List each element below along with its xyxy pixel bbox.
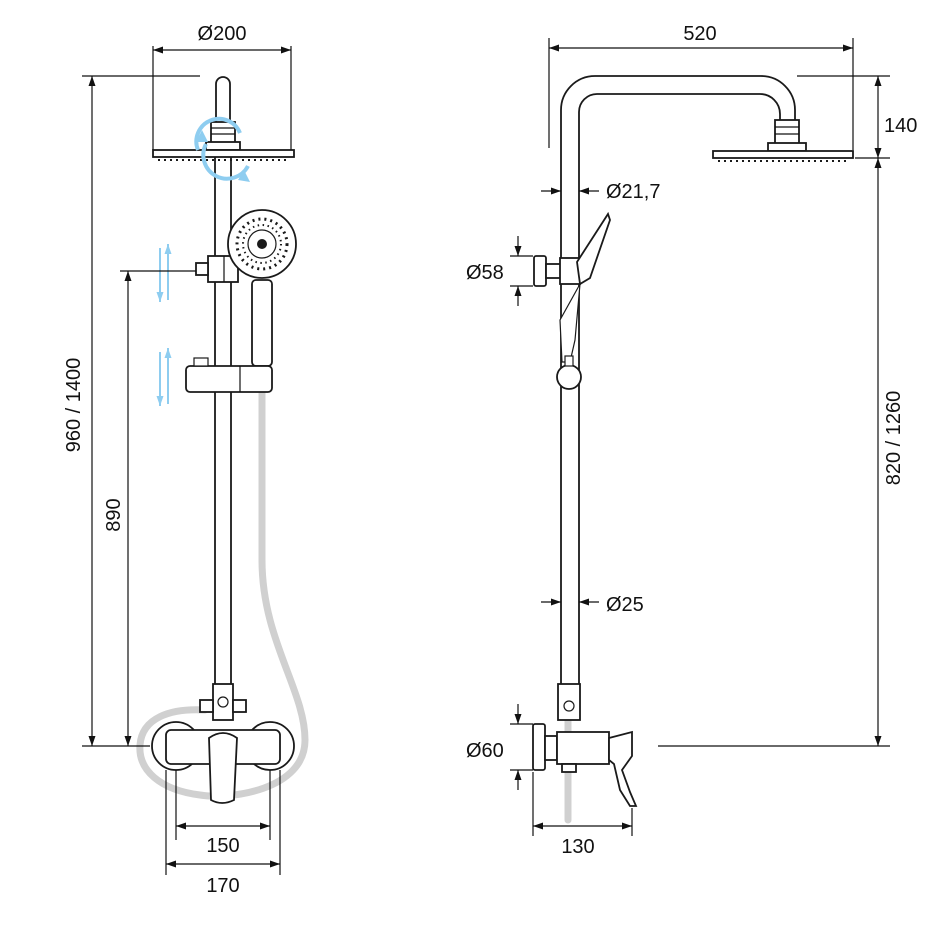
dim-head-mixer-height-label: 820 / 1260 [883, 391, 905, 486]
front-diverter-knob [217, 696, 229, 708]
side-arm [560, 75, 796, 701]
side-holder-stem [545, 263, 562, 279]
front-mixer-lever [208, 732, 238, 804]
rotate-arrows-icon [194, 116, 250, 182]
front-dimensions: Ø200 960 / 1400 890 150 170 [63, 23, 292, 897]
front-holder-knob [195, 262, 209, 276]
dim-mixer-body-label: Ø60 [466, 740, 504, 762]
front-head-mount [205, 141, 241, 151]
side-rain-head [712, 150, 854, 159]
dim-holder-label: Ø58 [466, 262, 504, 284]
side-slider-ball [556, 364, 582, 390]
dim-total-height-label: 960 / 1400 [63, 358, 85, 453]
side-mixer-stem [544, 735, 558, 761]
side-hand-shower [576, 211, 611, 286]
side-mixer-body [556, 731, 610, 765]
side-slider-lever [564, 355, 574, 367]
side-head-connector [774, 119, 800, 145]
side-view [532, 75, 854, 824]
front-view [136, 76, 309, 804]
side-mixer-lever [608, 730, 638, 807]
front-slider-lever [193, 357, 209, 367]
up-down-arrows-icon [156, 244, 172, 406]
side-holder-knob [533, 255, 547, 287]
dim-arm-pipe-label: Ø21,7 [606, 181, 660, 203]
front-diverter-left [199, 699, 214, 713]
side-mixer-outlet [561, 763, 577, 773]
front-hand-shower [227, 209, 297, 279]
dim-slider-height-label: 890 [103, 498, 125, 531]
dim-rail-label: Ø25 [606, 594, 644, 616]
front-arm [215, 76, 231, 131]
dim-mixer-depth-label: 130 [561, 836, 594, 858]
dim-inner-width-label: 150 [206, 835, 239, 857]
front-head-connector [210, 121, 236, 145]
front-rain-head [152, 149, 295, 158]
dim-outer-width-label: 170 [206, 875, 239, 897]
side-dimensions: 520 140 820 / 1260 Ø21,7 Ø58 Ø25 Ø60 [466, 23, 917, 858]
side-head-mount [767, 142, 807, 152]
side-mixer-flange [532, 723, 546, 771]
front-hand-shower-handle [251, 279, 273, 367]
dim-arm-drop-label: 140 [884, 115, 917, 137]
front-slider [185, 365, 273, 393]
dim-arm-length-label: 520 [683, 23, 716, 45]
dim-head-diameter-label: Ø200 [198, 23, 247, 45]
front-diverter-right [232, 699, 247, 713]
